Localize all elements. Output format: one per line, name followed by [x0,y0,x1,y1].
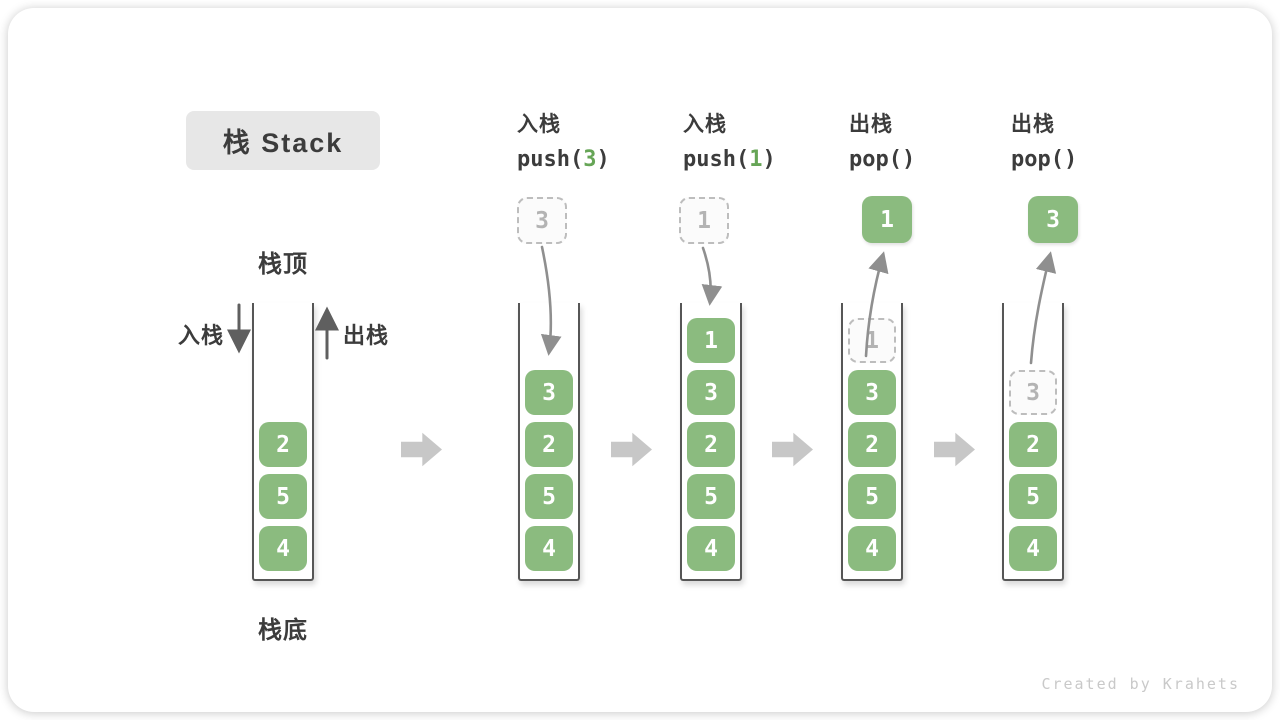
push-side-label: 入栈 [178,323,225,348]
stack-block: 1 [687,318,735,363]
stack-after-push-1: 1 3 2 5 4 [680,303,742,581]
stack-block: 4 [259,526,307,571]
stack-block: 2 [1009,422,1057,467]
op-name: 入栈 [517,113,561,136]
op-name: 出栈 [849,113,893,136]
code-pre: push( [683,147,750,172]
popped-value-box: 3 [1028,196,1078,243]
code-post: ) [1063,147,1078,172]
pop-side-label: 出栈 [343,323,390,348]
op-name: 出栈 [1011,113,1055,136]
stack-block: 3 [687,370,735,415]
stack-after-push-3: 3 2 5 4 [518,303,580,581]
stack-block: 5 [848,474,896,519]
watermark: Created by Krahets [1041,675,1240,693]
op-label-push-3: 入栈 push(3) [517,108,667,172]
op-label-pop-1: 出栈 pop() [849,108,999,172]
step-arrow-icon [401,432,442,467]
stack-after-pop-1: 1 3 2 5 4 [841,303,903,581]
stack-initial: 2 5 4 [252,303,314,581]
stack-block: 4 [1009,526,1057,571]
stack-block: 2 [687,422,735,467]
code-pre: pop( [849,147,902,172]
stack-block: 4 [848,526,896,571]
code-arg: 3 [583,147,597,172]
incoming-value-box: 1 [679,197,729,244]
step-arrow-icon [772,432,813,467]
step-arrow-icon [934,432,975,467]
diagram-title: 栈 Stack [186,111,380,170]
stack-block: 3 [525,370,573,415]
stack-block: 3 [848,370,896,415]
popped-value-box: 1 [862,196,912,243]
stack-after-pop-2: 3 2 5 4 [1002,303,1064,581]
stack-block: 4 [687,526,735,571]
code-pre: push( [517,147,584,172]
stack-block: 5 [1009,474,1057,519]
stack-block: 5 [525,474,573,519]
stack-bottom-label: 栈底 [258,617,308,644]
code-arg: 1 [749,147,763,172]
stack-block: 5 [687,474,735,519]
op-name: 入栈 [683,113,727,136]
op-code: pop() [849,147,999,172]
code-post: ) [762,147,776,172]
stack-top-label: 栈顶 [258,251,308,278]
code-post: ) [596,147,610,172]
op-code: push(3) [517,147,667,172]
stack-block-ghost: 1 [848,318,896,363]
stack-block: 5 [259,474,307,519]
stack-block: 2 [848,422,896,467]
stack-block: 2 [525,422,573,467]
op-label-pop-2: 出栈 pop() [1011,108,1161,172]
stack-block: 2 [259,422,307,467]
code-post: ) [901,147,916,172]
code-pre: pop( [1011,147,1064,172]
incoming-value-box: 3 [517,197,567,244]
op-code: pop() [1011,147,1161,172]
op-label-push-1: 入栈 push(1) [683,108,833,172]
push-1-arrow-icon [701,246,723,306]
step-arrow-icon [611,432,652,467]
op-code: push(1) [683,147,833,172]
stack-block-ghost: 3 [1009,370,1057,415]
stack-block: 4 [525,526,573,571]
